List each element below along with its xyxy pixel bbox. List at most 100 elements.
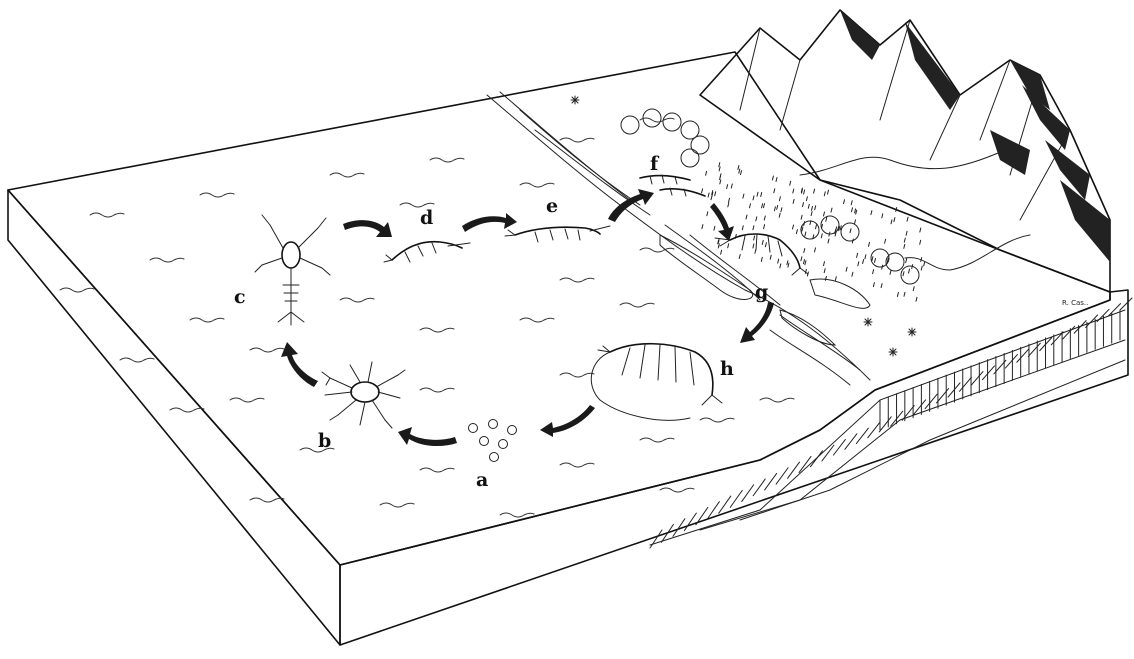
marsh-grass xyxy=(852,272,853,276)
marsh-grass xyxy=(738,166,739,170)
wave-mark xyxy=(660,488,694,492)
label-b: b xyxy=(318,430,331,452)
marsh-grass xyxy=(882,214,883,218)
marsh-grass xyxy=(753,226,754,230)
marsh-grass xyxy=(714,226,715,230)
marsh-grass xyxy=(801,215,802,219)
marsh-grass xyxy=(708,193,709,197)
marsh-grass xyxy=(793,199,794,203)
marsh-grass xyxy=(858,262,859,266)
marsh-grass xyxy=(831,208,832,212)
mangrove-tree xyxy=(886,253,904,271)
wave-mark xyxy=(330,173,364,177)
wave-mark xyxy=(560,373,594,377)
wave-mark xyxy=(150,258,184,262)
marsh-grass xyxy=(787,261,788,265)
strata-hatch-line xyxy=(684,513,696,531)
marsh-grass xyxy=(824,192,825,196)
river xyxy=(800,150,1005,175)
marsh-grass xyxy=(885,239,886,243)
marsh-grass xyxy=(729,198,730,202)
marsh-grass xyxy=(702,225,703,229)
marsh-grass xyxy=(920,240,921,244)
marsh-grass xyxy=(770,255,771,259)
artist-signature: R. Cas.. xyxy=(1062,299,1088,307)
marsh-grass xyxy=(793,225,794,229)
adult-shrimp-stage-h xyxy=(591,344,722,421)
marsh-grass xyxy=(742,226,743,230)
marsh-grass xyxy=(739,255,740,259)
wave-mark xyxy=(190,318,224,322)
marsh-grass xyxy=(828,190,829,194)
marsh-grass xyxy=(824,212,825,216)
marsh-grass xyxy=(894,218,895,222)
mangrove-tree xyxy=(691,136,709,154)
marsh-grass xyxy=(846,267,847,271)
marsh-grass xyxy=(826,217,827,221)
marsh-grass xyxy=(781,208,782,212)
arrow-d-to-e xyxy=(462,213,517,232)
marsh-grass xyxy=(835,277,836,281)
wave-mark xyxy=(560,463,594,467)
wave-mark xyxy=(640,118,674,122)
marsh-grass xyxy=(881,284,882,288)
marsh-grass xyxy=(906,259,907,263)
label-f: f xyxy=(650,153,660,175)
marsh-grass xyxy=(764,225,765,229)
marsh-grass xyxy=(739,169,740,173)
marsh-grass xyxy=(857,253,858,257)
marsh-grass xyxy=(750,204,751,208)
marsh-grass xyxy=(753,244,754,248)
mangrove-tree xyxy=(901,266,919,284)
marsh-grass xyxy=(772,176,773,180)
marsh-grass xyxy=(913,287,914,291)
marsh-grass xyxy=(779,213,780,217)
marsh-grass xyxy=(882,265,883,269)
arrow-f-to-g xyxy=(710,203,734,241)
strata-hatch-line xyxy=(902,406,914,421)
marsh-grass xyxy=(897,293,898,297)
marsh-grass xyxy=(852,239,853,243)
eggs-stage-a xyxy=(469,420,517,462)
marsh-grass xyxy=(822,224,823,228)
marsh-grass xyxy=(906,231,907,235)
marsh-grass xyxy=(765,243,766,247)
sea-block xyxy=(8,52,1128,645)
strata-hatch-line xyxy=(719,496,731,513)
marsh-grass xyxy=(762,241,763,245)
marsh-grass xyxy=(780,264,781,268)
mangrove-tree xyxy=(821,216,839,234)
marsh-grass xyxy=(821,234,822,238)
marsh-grass xyxy=(720,180,721,184)
marsh-grass xyxy=(890,270,891,274)
label-g: g xyxy=(755,281,768,303)
wave-mark xyxy=(640,438,674,442)
wave-mark xyxy=(420,388,454,392)
marsh-grass xyxy=(904,238,905,242)
small-plant xyxy=(889,348,897,356)
marsh-grass xyxy=(907,217,908,221)
mangrove-vegetation xyxy=(571,96,925,356)
marsh-grass xyxy=(756,217,757,221)
wave-mark xyxy=(250,348,284,352)
marsh-grass xyxy=(774,189,775,193)
wave-mark xyxy=(120,358,154,362)
strata-hatch-line xyxy=(982,366,994,380)
strata-hatch-line xyxy=(1120,298,1132,310)
strata-hatch-line xyxy=(925,394,937,408)
strata-hatch-line xyxy=(845,434,857,450)
marsh-grass xyxy=(719,163,720,167)
marsh-grass xyxy=(805,232,806,236)
wave-mark xyxy=(420,328,454,332)
marsh-grass xyxy=(815,248,816,252)
strata-hatch-line xyxy=(1005,355,1017,368)
wave-mark xyxy=(430,158,464,162)
marsh-grass xyxy=(896,208,897,212)
wave-mark xyxy=(520,183,554,187)
marsh-grass xyxy=(869,242,870,246)
wave-mark xyxy=(420,468,454,472)
marsh-grass xyxy=(702,189,703,193)
strata-hatch-line xyxy=(696,507,708,524)
marsh-grass xyxy=(916,297,917,301)
marsh-grass xyxy=(728,244,729,248)
